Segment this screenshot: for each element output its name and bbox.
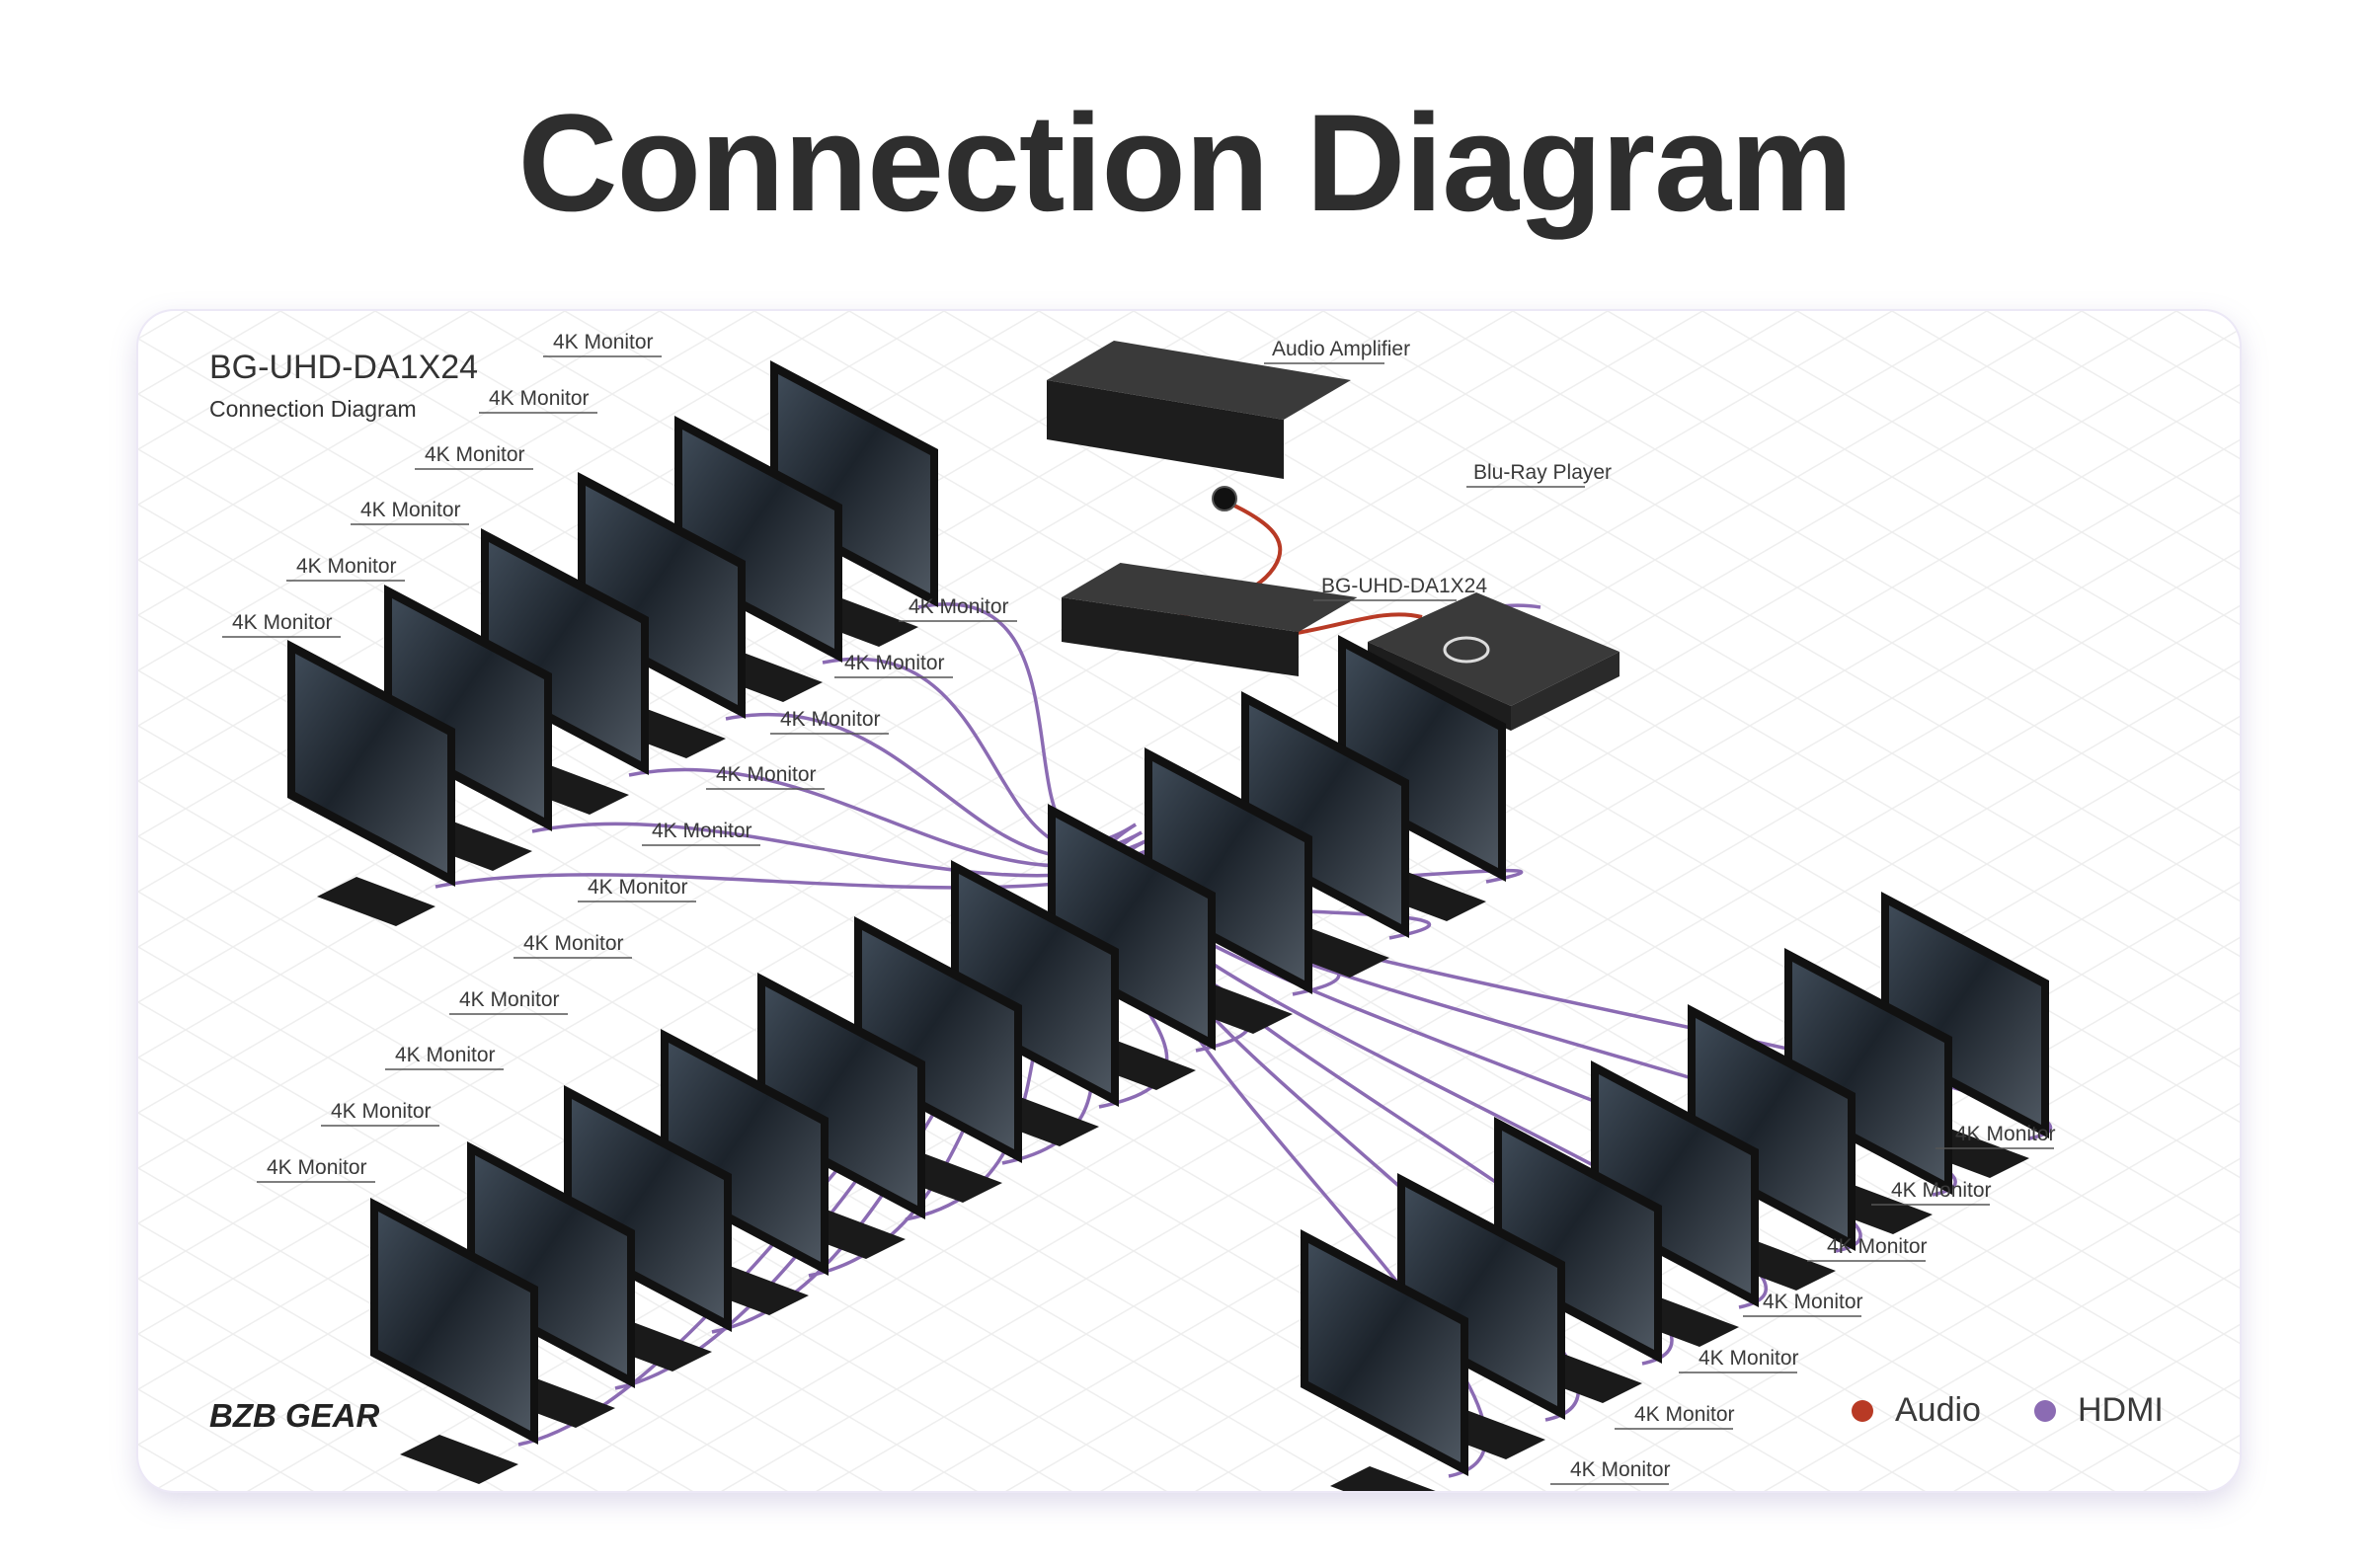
monitor-label: 4K Monitor (286, 555, 405, 582)
svg-text:4K Monitor: 4K Monitor (523, 932, 624, 955)
monitor-label: 4K Monitor (1743, 1291, 1863, 1317)
monitor-label: 4K Monitor (222, 611, 341, 638)
svg-text:4K Monitor: 4K Monitor (395, 1044, 496, 1066)
svg-text:Blu-Ray Player: Blu-Ray Player (1473, 461, 1612, 484)
blu-ray-logo-icon (1443, 636, 1490, 664)
diagram-subtitle: Connection Diagram (209, 396, 417, 422)
svg-text:4K Monitor: 4K Monitor (588, 876, 688, 899)
svg-text:Audio Amplifier: Audio Amplifier (1272, 338, 1410, 360)
monitor-label: 4K Monitor (514, 932, 632, 959)
svg-text:4K Monitor: 4K Monitor (425, 443, 525, 466)
monitor-label: 4K Monitor (1679, 1347, 1799, 1373)
splitter-label: BG-UHD-DA1X24 (1313, 575, 1487, 601)
svg-text:4K Monitor: 4K Monitor (331, 1100, 432, 1123)
monitor-label: 4K Monitor (899, 595, 1017, 622)
monitor-label: 4K Monitor (642, 820, 760, 846)
amplifier-label: Audio Amplifier (1264, 338, 1410, 364)
svg-text:4K Monitor: 4K Monitor (1763, 1291, 1863, 1313)
monitor-label: 4K Monitor (385, 1044, 504, 1070)
monitor (1301, 1229, 1468, 1491)
legend-audio: Audio (1852, 1391, 1981, 1430)
svg-text:4K Monitor: 4K Monitor (1634, 1403, 1735, 1426)
svg-text:4K Monitor: 4K Monitor (908, 595, 1009, 618)
monitors (287, 360, 2049, 1491)
svg-text:4K Monitor: 4K Monitor (459, 988, 560, 1011)
monitor-label: 4K Monitor (449, 988, 568, 1015)
monitor-label: 4K Monitor (770, 708, 889, 735)
monitor-label: 4K Monitor (578, 876, 696, 902)
player-label: Blu-Ray Player (1466, 461, 1612, 488)
monitor-label: 4K Monitor (834, 652, 953, 678)
legend-hdmi: HDMI (2034, 1391, 2164, 1430)
monitor-label: 4K Monitor (257, 1156, 375, 1183)
svg-text:4K Monitor: 4K Monitor (489, 387, 590, 410)
svg-text:4K Monitor: 4K Monitor (1827, 1235, 1928, 1258)
page-title: Connection Diagram (517, 85, 1853, 240)
monitor-label: 4K Monitor (1615, 1403, 1735, 1430)
monitor (370, 1198, 538, 1484)
monitor (287, 640, 455, 926)
brand-text: BZB GEAR (209, 1397, 380, 1434)
monitor-label: 4K Monitor (1807, 1235, 1928, 1262)
legend-hdmi-label: HDMI (2078, 1391, 2164, 1429)
svg-text:4K Monitor: 4K Monitor (844, 652, 945, 674)
legend-audio-label: Audio (1895, 1391, 1981, 1429)
monitor-label: 4K Monitor (1871, 1179, 1992, 1206)
svg-text:4K Monitor: 4K Monitor (716, 763, 817, 786)
svg-text:4K Monitor: 4K Monitor (652, 820, 752, 842)
audio-amplifier (1047, 341, 1351, 511)
svg-text:4K Monitor: 4K Monitor (267, 1156, 367, 1179)
monitor-label: 4K Monitor (321, 1100, 439, 1127)
monitor-label: 4K Monitor (1550, 1458, 1671, 1485)
connection-diagram: 4K Monitor 4K Monitor 4K Monitor 4K Monitor… (138, 311, 2240, 1491)
svg-text:4K Monitor: 4K Monitor (1570, 1458, 1671, 1481)
brand-logo: BZB GEAR (209, 1397, 379, 1435)
svg-text:4K Monitor: 4K Monitor (553, 331, 654, 353)
svg-text:4K Monitor: 4K Monitor (360, 499, 461, 521)
diagram-card: 4K Monitor 4K Monitor 4K Monitor 4K Monitor… (138, 311, 2240, 1491)
svg-text:BG-UHD-DA1X24: BG-UHD-DA1X24 (1321, 575, 1487, 597)
svg-text:4K Monitor: 4K Monitor (1955, 1123, 2056, 1145)
audio-dot-icon (1852, 1399, 1873, 1422)
hdmi-dot-icon (2034, 1399, 2056, 1422)
svg-text:4K Monitor: 4K Monitor (780, 708, 881, 731)
svg-text:4K Monitor: 4K Monitor (1891, 1179, 1992, 1202)
monitor-label: 4K Monitor (351, 499, 469, 525)
monitor-label: 4K Monitor (1936, 1123, 2056, 1149)
monitor-label: 4K Monitor (479, 387, 597, 414)
monitor-label: 4K Monitor (415, 443, 533, 470)
monitor-label: 4K Monitor (706, 763, 825, 790)
svg-text:4K Monitor: 4K Monitor (232, 611, 333, 634)
svg-text:4K Monitor: 4K Monitor (1698, 1347, 1799, 1370)
svg-text:4K Monitor: 4K Monitor (296, 555, 397, 578)
monitor-label: 4K Monitor (543, 331, 662, 357)
splitter-device (1062, 563, 1358, 676)
model-name: BG-UHD-DA1X24 (209, 349, 479, 386)
